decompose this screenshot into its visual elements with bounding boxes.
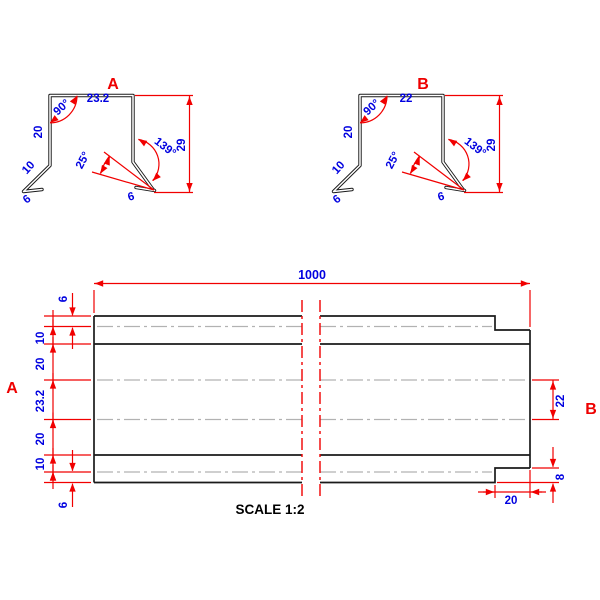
dim-b-bend-angle: 139° [462, 136, 488, 160]
plan-label-b: B [585, 401, 597, 418]
dim-b-leg: 20 [343, 126, 355, 139]
plan-label-a: A [6, 380, 18, 397]
plan-dimension-lines [44, 280, 559, 507]
dim-b-hem-angle: 25° [384, 150, 403, 171]
dim-b-top-width: 22 [400, 93, 413, 105]
view-b-label: B [417, 76, 429, 93]
plan-outline [93, 315, 531, 484]
dim-b-hem-right: 6 [437, 190, 446, 203]
scale-note: SCALE 1:2 [235, 502, 304, 517]
view-a-label: A [107, 76, 119, 93]
dim-a-hem-right: 6 [127, 190, 136, 203]
dim-a-diagonal: 10 [20, 159, 37, 177]
plan-view: 1000 A B 6 10 20 23.2 20 10 6 22 8 20 SC… [6, 268, 597, 517]
dim-plan-232-mid: 23.2 [35, 390, 47, 412]
dim-b-height: 29 [486, 139, 498, 152]
dim-a-bend-angle: 139° [152, 136, 178, 160]
dim-plan-hem-bottom: 6 [58, 502, 70, 508]
dim-plan-10-bottom: 10 [35, 458, 47, 471]
dim-plan-20-top: 20 [35, 358, 47, 371]
profile-view-b: B 22 90° 20 10 6 25° 139° 6 29 [330, 76, 503, 206]
dim-plan-right-width: 22 [555, 395, 567, 408]
dim-plan-notch-width: 20 [505, 495, 518, 507]
dim-a-leg: 20 [33, 126, 45, 139]
dim-plan-length: 1000 [298, 268, 326, 282]
dim-b-diagonal: 10 [330, 159, 347, 177]
dim-plan-10-top: 10 [35, 332, 47, 345]
dim-plan-notch-height: 8 [555, 473, 567, 480]
plan-break-lines [301, 300, 321, 497]
profile-view-a: A 23.2 90° 20 10 6 25° 139° 6 29 [20, 76, 193, 206]
dim-a-hem-left: 6 [21, 193, 33, 206]
dim-a-top-width: 23.2 [87, 93, 109, 105]
dim-a-hem-angle: 25° [74, 150, 93, 171]
dim-plan-20-bottom: 20 [35, 433, 47, 446]
dim-a-height: 29 [176, 139, 188, 152]
plan-fold-centerlines [97, 325, 528, 473]
dim-b-hem-left: 6 [331, 193, 343, 206]
dim-plan-hem-top: 6 [58, 296, 70, 302]
